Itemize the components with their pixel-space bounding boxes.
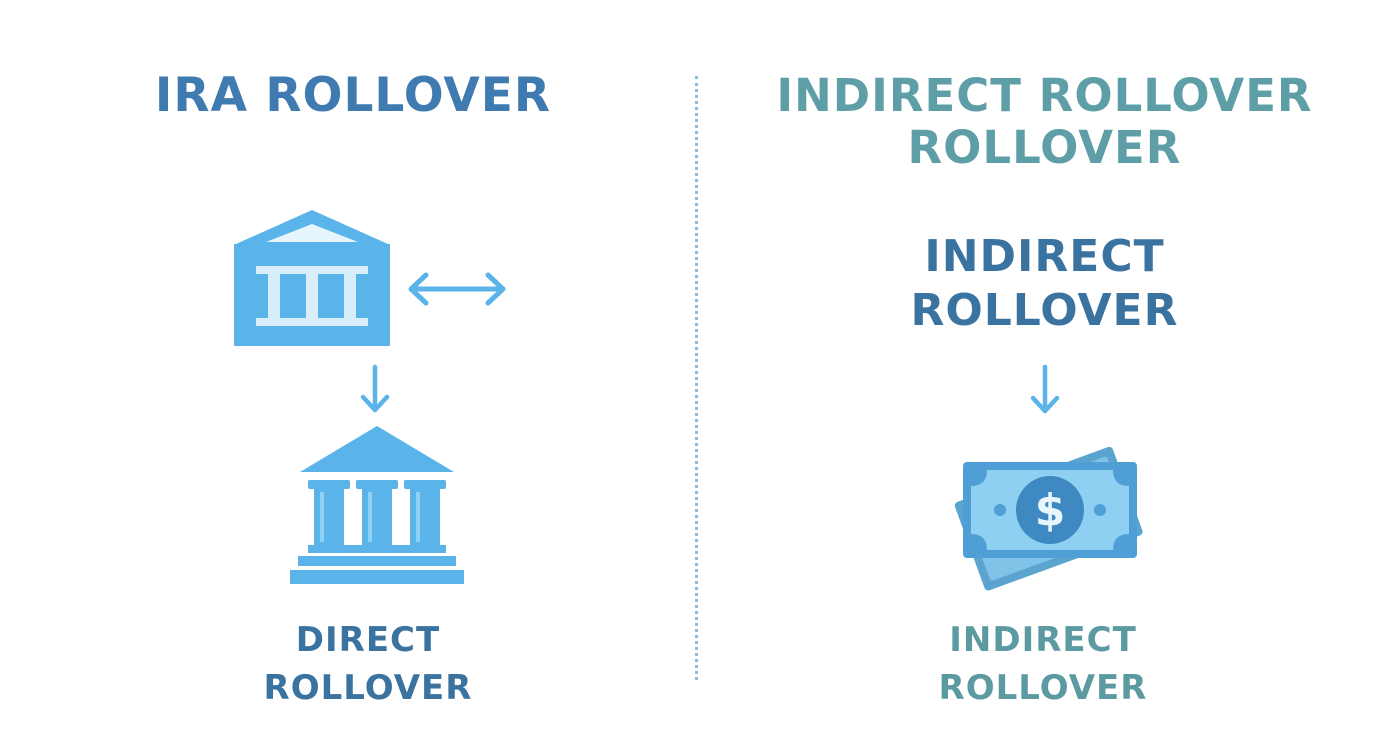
divider xyxy=(695,76,698,680)
arrow-down-icon xyxy=(1030,364,1060,414)
title-line: ROLLOVER xyxy=(907,121,1182,174)
direct-rollover-panel: IRA ROLLOVER DIRE xyxy=(155,70,550,708)
indirect-rollover-title: INDIRECT ROLLOVER ROLLOVER xyxy=(697,70,1392,174)
caption-line: INDIRECT xyxy=(949,620,1137,660)
caption-line: DIRECT xyxy=(295,620,441,660)
bank-icon xyxy=(234,210,390,346)
direct-rollover-caption: DIRECT ROLLOVER xyxy=(0,616,736,712)
subtitle-line: INDIRECT xyxy=(924,231,1165,282)
dollar-symbol: $ xyxy=(1035,485,1066,536)
cash-icon: $ xyxy=(954,446,1143,591)
indirect-rollover-panel: INDIRECT ROLLOVER ROLLOVER INDIRECT ROLL… xyxy=(697,0,1392,752)
title-line: INDIRECT ROLLOVER xyxy=(776,69,1313,122)
bank-icon xyxy=(290,426,464,584)
arrow-down-icon xyxy=(360,364,390,413)
ira-rollover-title: IRA ROLLOVER xyxy=(154,68,552,123)
indirect-rollover-caption: INDIRECT ROLLOVER xyxy=(693,616,1392,712)
indirect-rollover-subtitle: INDIRECT ROLLOVER xyxy=(697,230,1392,338)
caption-line: ROLLOVER xyxy=(263,668,473,708)
double-arrow-icon xyxy=(408,272,506,306)
subtitle-line: ROLLOVER xyxy=(910,285,1179,336)
caption-line: ROLLOVER xyxy=(938,668,1148,708)
